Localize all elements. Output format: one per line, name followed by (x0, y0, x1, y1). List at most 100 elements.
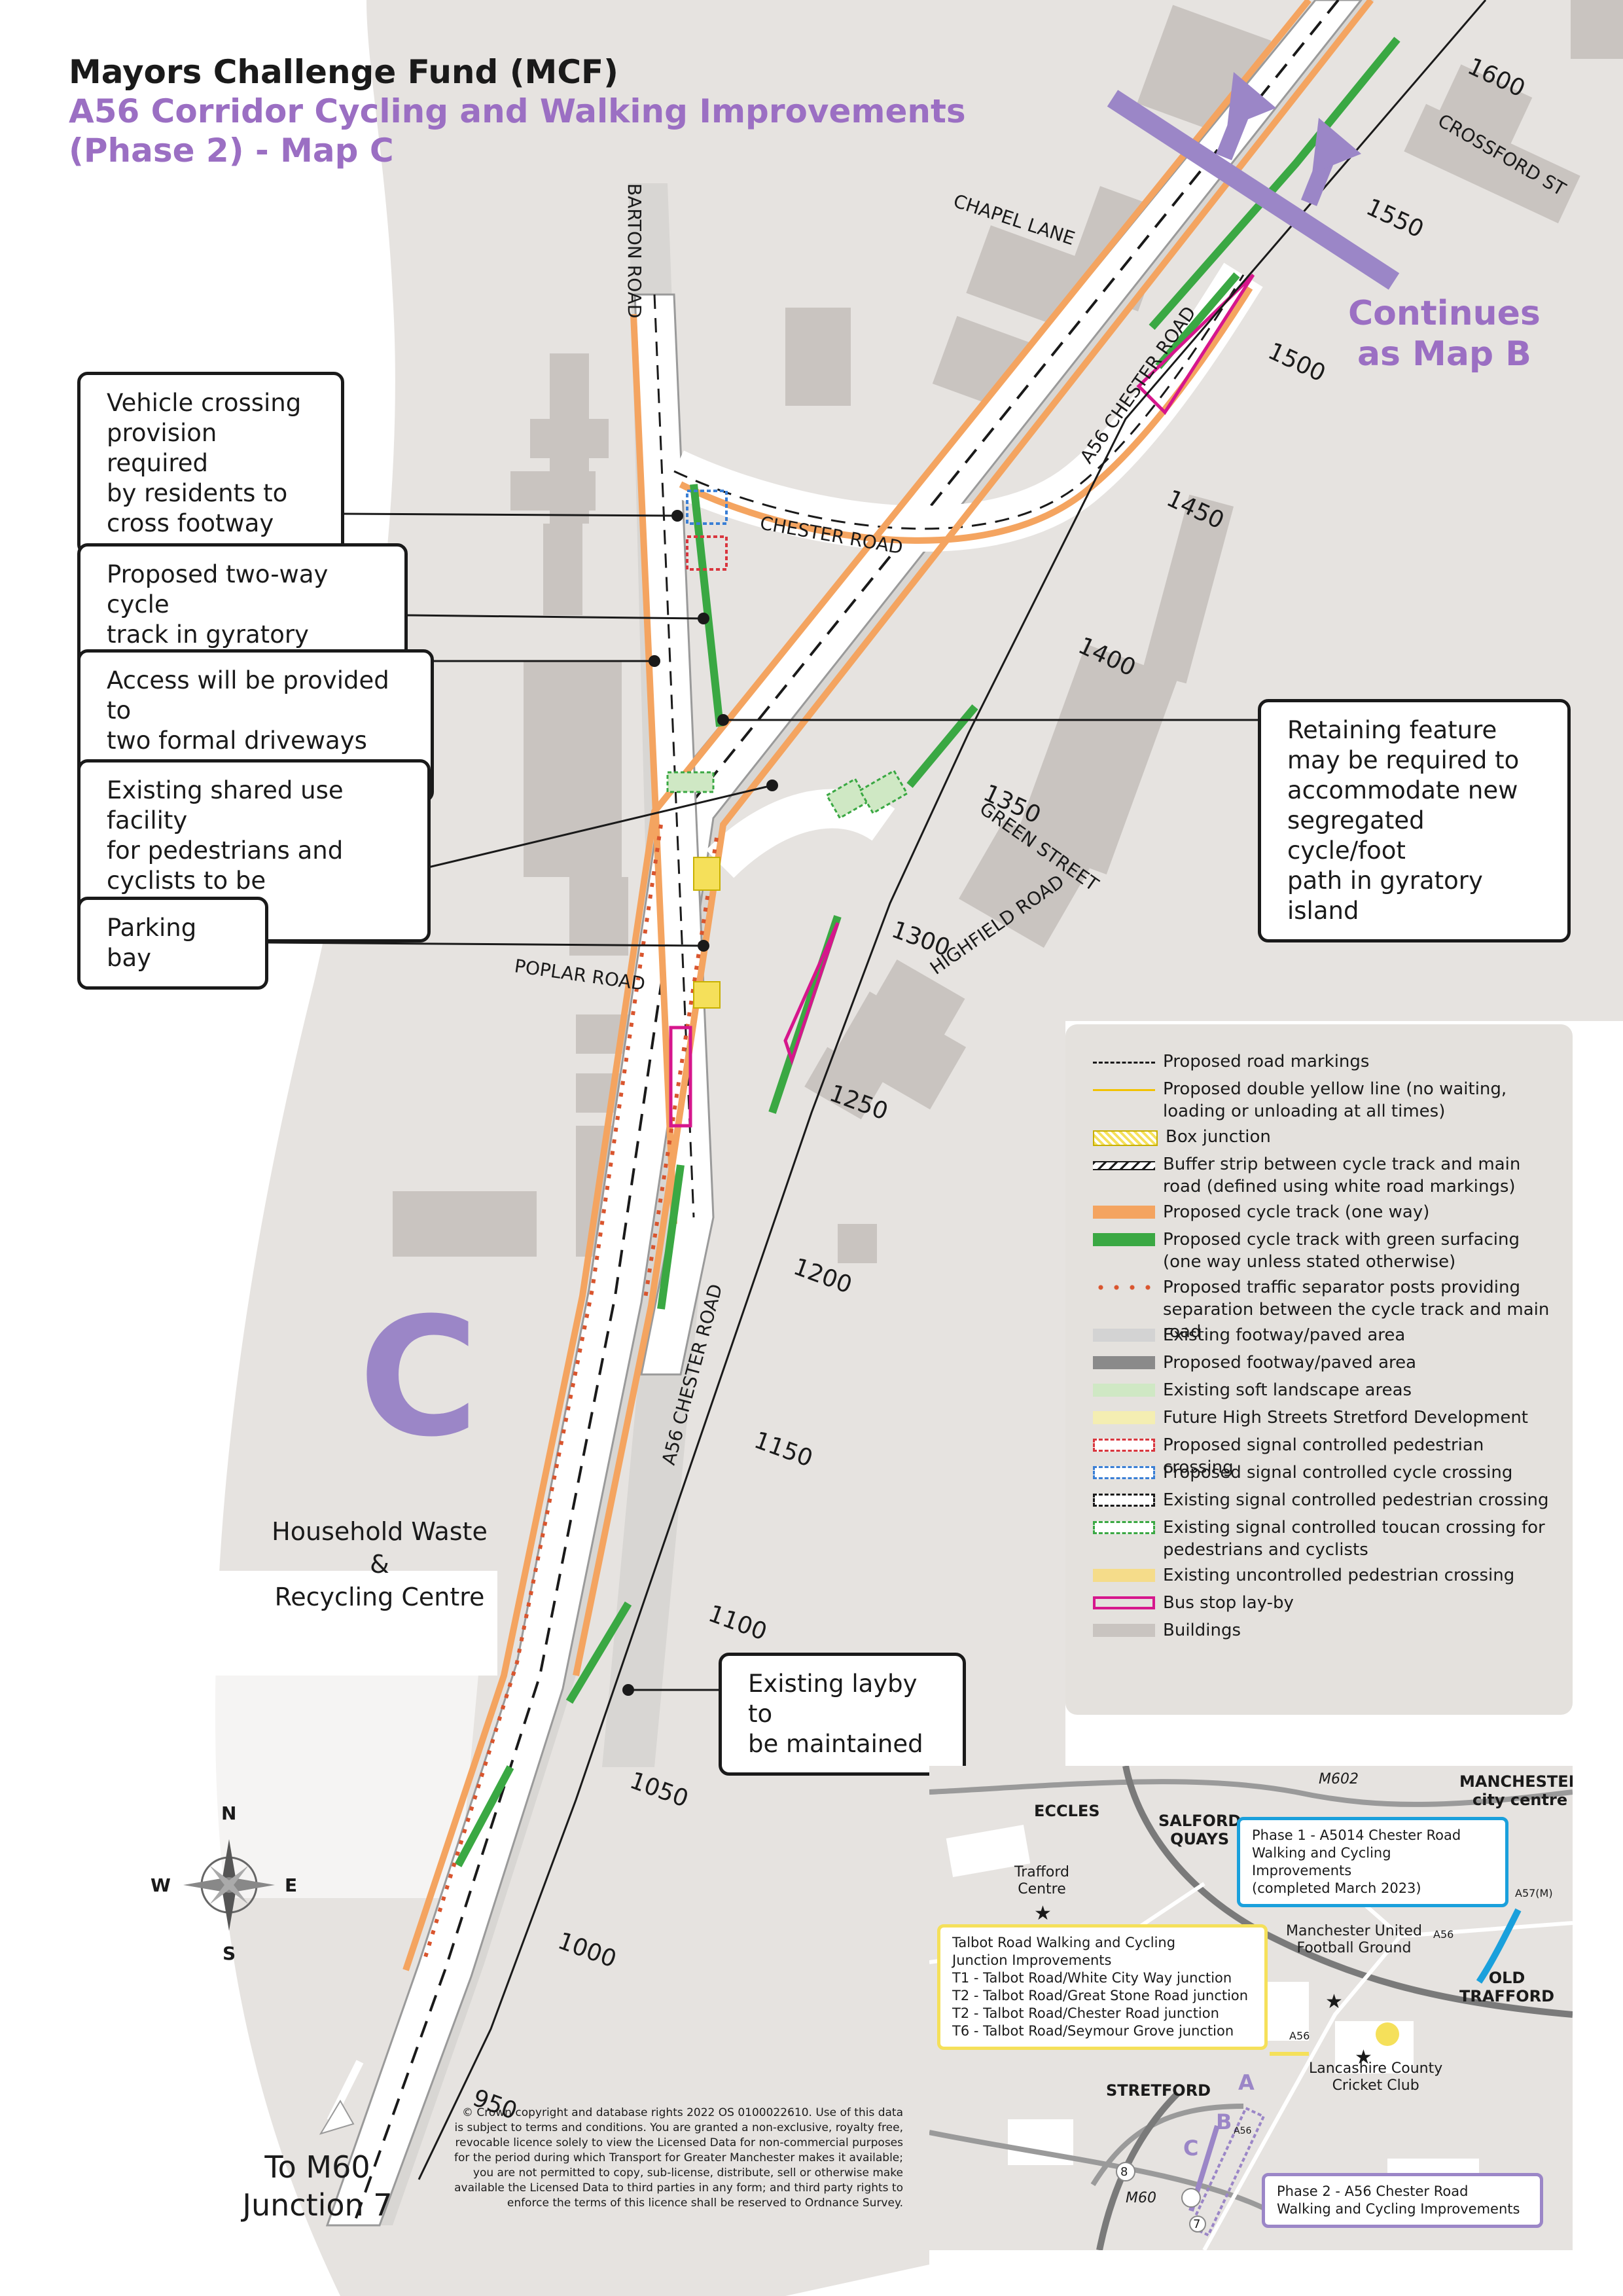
to-m60-label: To M60 Junction 7 (236, 2148, 399, 2224)
a56-carriageway (325, 0, 1363, 2227)
continues-label: Continues as Map B (1348, 293, 1541, 374)
legend-item: Proposed traffic separator posts providi… (1093, 1276, 1556, 1343)
callout-retaining-feature: Retaining feature may be required to acc… (1258, 699, 1571, 942)
inset-location-map: ★ ★ ★ ECCLES SALFORD QUAYS MANCHESTER ci… (929, 1766, 1573, 2250)
legend-label: Proposed signal controlled pedestrian cr… (1163, 1435, 1484, 1477)
to-m60-line2: Junction 7 (242, 2187, 393, 2223)
legend-label: Proposed traffic separator posts providi… (1163, 1278, 1550, 1342)
legend-item: Existing soft landscape areas (1093, 1379, 1556, 1401)
inset-phase2-box: Phase 2 - A56 Chester Road Walking and C… (1262, 2173, 1543, 2228)
legend-swatch (1093, 1439, 1155, 1452)
legend-label: Existing signal controlled pedestrian cr… (1163, 1490, 1549, 1510)
inset-old-trafford: OLD TRAFFORD (1459, 1969, 1555, 2005)
legend-swatch (1093, 1161, 1155, 1170)
legend-item: Proposed cycle track (one way) (1093, 1201, 1556, 1223)
inset-phase2-line: Phase 2 - A56 Chester Road (1277, 2183, 1469, 2199)
legend-label: Proposed cycle track with green surfacin… (1163, 1230, 1520, 1272)
compass-n: N (221, 1803, 237, 1824)
legend-item: Future High Streets Stretford Developmen… (1093, 1407, 1556, 1429)
legend-swatch (1093, 1466, 1155, 1479)
legend-label: Existing signal controlled toucan crossi… (1163, 1518, 1545, 1560)
legend-swatch (1093, 1494, 1155, 1507)
continues-line2: as Map B (1357, 334, 1531, 374)
proposed-cycle-track-orange (402, 0, 1374, 1971)
inset-phase1-box: Phase 1 - A5014 Chester Road Walking and… (1237, 1817, 1508, 1907)
continues-line1: Continues (1348, 294, 1541, 333)
legend-swatch (1093, 1411, 1155, 1424)
legend-label: Buffer strip between cycle track and mai… (1163, 1155, 1521, 1196)
inset-salford-quays: SALFORD QUAYS (1158, 1812, 1241, 1848)
svg-text:★: ★ (1034, 1902, 1052, 1925)
inset-segment-a: A (1238, 2070, 1255, 2095)
inset-city-centre: city centre (1472, 1791, 1568, 1809)
inset-mufc: Manchester United Football Ground (1286, 1923, 1422, 1956)
inset-talbot-line: Junction Improvements (952, 1952, 1112, 1968)
chester-road-loop-edge (673, 274, 1245, 530)
map-subtitle: A56 Corridor Cycling and Walking Improve… (69, 92, 966, 130)
to-m60-arrow (319, 2060, 364, 2135)
compass-rose: N S E W (151, 1803, 301, 1964)
copyright-notice: © Crown copyright and database rights 20… (454, 2106, 903, 2210)
map-letter: C (359, 1282, 479, 1473)
inset-phase1-line: Walking and Cycling Improvements (1252, 1845, 1391, 1878)
map-subtitle-phase: (Phase 2) - Map C (69, 132, 394, 170)
legend-swatch (1093, 1384, 1155, 1397)
inset-talbot-line: T6 - Talbot Road/Seymour Grove junction (952, 2023, 1234, 2039)
legend-swatch (1093, 1356, 1155, 1369)
to-m60-line1: To M60 (264, 2149, 370, 2185)
compass-icon (183, 1839, 275, 1931)
legend-label: Proposed footway/paved area (1163, 1353, 1417, 1372)
legend-swatch (1093, 1130, 1158, 1146)
callout-text: for pedestrians and (107, 836, 344, 865)
legend-item: Bus stop lay-by (1093, 1592, 1556, 1614)
traffic-separator-posts (423, 824, 719, 1958)
legend-swatch (1093, 1062, 1155, 1064)
legend-item: Proposed double yellow line (no waiting,… (1093, 1078, 1556, 1122)
inset-lccc: Lancashire County Cricket Club (1309, 2060, 1443, 2094)
inset-manchester: MANCHESTER (1459, 1772, 1573, 1791)
inset-talbot-road-box: Talbot Road Walking and Cycling Junction… (937, 1924, 1268, 2050)
inset-talbot-line: T2 - Talbot Road/Chester Road junction (952, 2005, 1219, 2021)
callout-text: may be required to (1287, 746, 1520, 774)
legend-item: Proposed road markings (1093, 1050, 1556, 1073)
legend-swatch (1093, 1569, 1155, 1582)
inset-a56-2: A56 (1289, 2030, 1310, 2042)
inset-junction-8: 8 (1120, 2165, 1128, 2179)
inset-phase2-line: Walking and Cycling Improvements (1277, 2201, 1520, 2217)
callout-leaders (264, 512, 1260, 1691)
legend-label: Buildings (1163, 1621, 1241, 1640)
callout-text: Existing shared use facility (107, 776, 344, 834)
label-barton-road: BARTON ROAD (624, 183, 645, 319)
gyratory-south-link (705, 789, 895, 878)
compass-w: W (151, 1874, 171, 1896)
callout-vehicle-crossing: Vehicle crossing provision required by r… (77, 372, 344, 555)
inset-phase1-line: (completed March 2023) (1252, 1880, 1421, 1896)
callout-text: Vehicle crossing (107, 389, 302, 417)
inset-segment-c: C (1183, 2136, 1199, 2161)
inset-a56-1: A56 (1433, 1928, 1454, 1941)
map-title: Mayors Challenge Fund (MCF) (69, 53, 619, 91)
hwrc-line2: Recycling Centre (274, 1583, 485, 1611)
inset-a56-3: A56 (1234, 2126, 1252, 2136)
compass-e: E (285, 1874, 298, 1896)
map-title-block: Mayors Challenge Fund (MCF) A56 Corridor… (69, 52, 966, 170)
callout-text: accommodate new (1287, 776, 1518, 804)
legend-item: Existing signal controlled toucan crossi… (1093, 1516, 1556, 1561)
legend-swatch (1093, 1281, 1155, 1294)
legend-swatch (1093, 1624, 1155, 1637)
inset-talbot-line: T2 - Talbot Road/Great Stone Road juncti… (952, 1988, 1249, 2003)
inset-m602: M602 (1319, 1771, 1359, 1787)
barton-road-markings (653, 294, 695, 1218)
compass-s: S (223, 1943, 236, 1964)
inset-a57m: A57(M) (1515, 1887, 1553, 1899)
legend-label: Existing soft landscape areas (1163, 1380, 1412, 1400)
inset-stretford: STRETFORD (1106, 2081, 1211, 2100)
legend-label: Box junction (1166, 1127, 1271, 1147)
legend-swatch (1093, 1596, 1155, 1609)
inset-segment-b: B (1216, 2109, 1232, 2134)
inset-phase1-line: Phase 1 - A5014 Chester Road (1252, 1827, 1461, 1843)
household-waste-label: Household Waste & Recycling Centre (262, 1515, 497, 1613)
callout-text: Existing layby to (748, 1670, 918, 1728)
chainage-line (418, 0, 1487, 2180)
